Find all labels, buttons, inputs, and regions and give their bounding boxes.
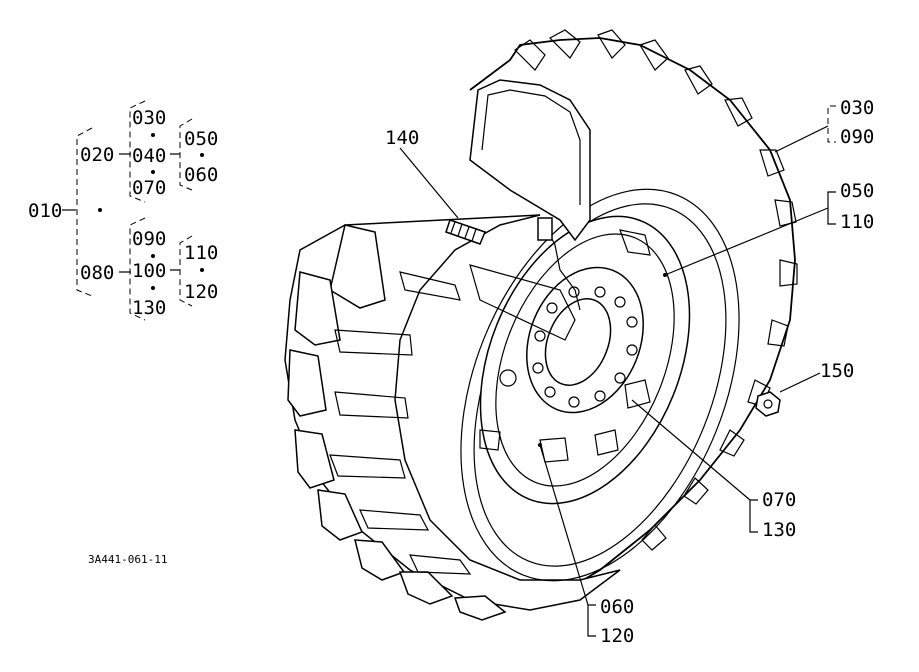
- callout-nut-150: 150: [820, 360, 854, 382]
- tree-group-a-item-050: 050: [184, 128, 218, 150]
- tree-group-a-item-040: 040: [132, 145, 166, 167]
- callout-disc-070: 070: [762, 489, 796, 511]
- parts-tree: 010 020 030 040 070 050 060 080 090 100 …: [28, 100, 218, 321]
- callout-center-120: 120: [600, 625, 634, 647]
- drawing-code: 3A441-061-11: [88, 553, 167, 566]
- callout-tire-030: 030: [840, 97, 874, 119]
- tree-group-a-item-060: 060: [184, 164, 218, 186]
- tree-group-b-item-110: 110: [184, 242, 218, 264]
- tree-root-label: 010: [28, 200, 62, 222]
- tree-group-b-item-090: 090: [132, 228, 166, 250]
- callout-140: 140: [385, 127, 419, 149]
- callouts: 140 030 090 050 110 150 070 130 060 120 …: [88, 97, 874, 647]
- tree-group-a-item-070: 070: [132, 177, 166, 199]
- callout-center-060: 060: [600, 596, 634, 618]
- tree-group-b-item-120: 120: [184, 281, 218, 303]
- callout-disc-130: 130: [762, 519, 796, 541]
- tree-group-b-parent: 080: [80, 262, 114, 284]
- tree-group-a-item-030: 030: [132, 107, 166, 129]
- callout-rim-050: 050: [840, 180, 874, 202]
- tree-group-b-item-130: 130: [132, 297, 166, 319]
- callout-tire-090: 090: [840, 126, 874, 148]
- tree-group-a-parent: 020: [80, 144, 114, 166]
- callout-rim-110: 110: [840, 211, 874, 233]
- tire-drawing: [284, 29, 798, 621]
- tree-group-b-item-100: 100: [132, 260, 166, 282]
